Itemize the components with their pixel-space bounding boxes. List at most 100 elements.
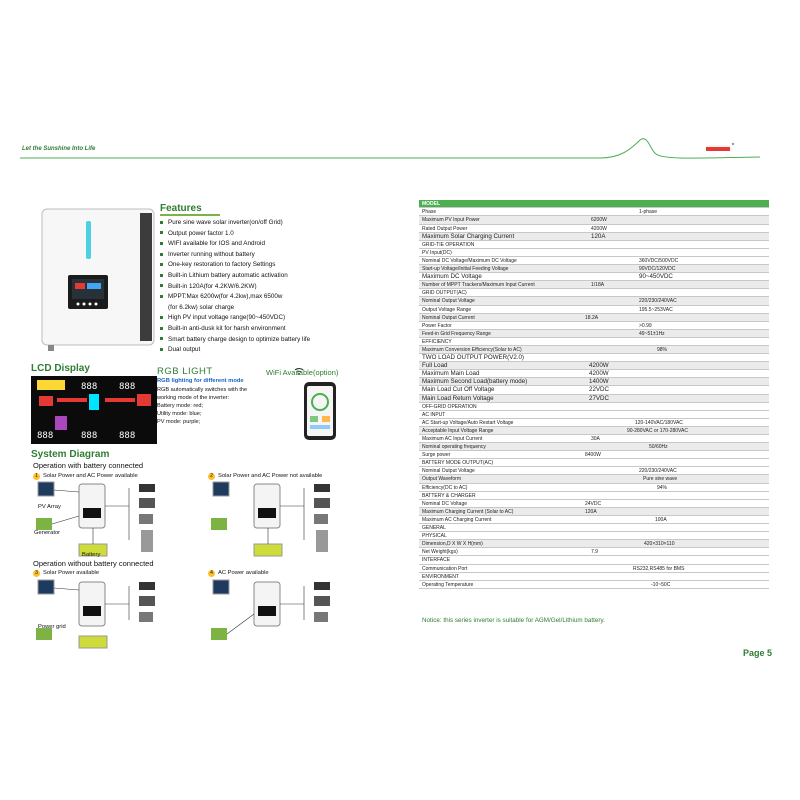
feature-item: Built-in 120A(for 4.2KW/6.2KW) bbox=[160, 282, 360, 293]
lcd-display-title: LCD Display bbox=[31, 363, 90, 374]
spec-row: Dimension,D X W X H(mm)420×310×110 bbox=[419, 540, 769, 549]
spec-value: 120-140VAC/180VAC bbox=[635, 419, 683, 426]
svg-text:888: 888 bbox=[37, 431, 53, 441]
spec-row: Number of MPPT Trackers/Maximum Input Cu… bbox=[419, 281, 769, 290]
spec-section-row: PV Input(DC) bbox=[419, 248, 769, 257]
feature-item: Output power factor 1.0 bbox=[160, 229, 360, 240]
spec-label: Nominal Output Voltage bbox=[422, 468, 475, 475]
spec-label: Nominal Output Current bbox=[422, 314, 475, 321]
spec-label: Output Waveform bbox=[422, 476, 461, 483]
spec-label: Maximum DC Voltage bbox=[422, 273, 482, 281]
spec-value: 360VDC/500VDC bbox=[639, 257, 679, 264]
spec-label: Nominal Output Voltage bbox=[422, 298, 475, 305]
features-title: Features bbox=[160, 203, 202, 214]
rgb-light-subtitle: RGB lighting for different mode bbox=[157, 378, 244, 384]
spec-row: AC Start-up Voltage/Auto Restart Voltage… bbox=[419, 419, 769, 427]
spec-value: 220/230/240VAC bbox=[639, 468, 677, 475]
generator-label: Generator bbox=[34, 530, 61, 536]
spec-value: 22VDC bbox=[589, 386, 609, 394]
feature-item: MPPT:Max 6200w(for 4.2kw),max 6500w bbox=[160, 292, 360, 303]
spec-label: GRID-TIE OPERATION bbox=[422, 241, 475, 248]
spec-label: Start-up Voltage/Initial Feeding Voltage bbox=[422, 266, 509, 273]
spec-label: Nominal DC Voltage/Maximum DC Voltage bbox=[422, 257, 517, 264]
spec-value: 1400W bbox=[589, 378, 609, 386]
feature-item: Pure sine wave solar inverter(on/off Gri… bbox=[160, 218, 360, 229]
spec-row: Maximum Second Load(battery mode)1400W bbox=[419, 378, 769, 387]
rgb-light-title: RGB LIGHT bbox=[157, 366, 213, 377]
spec-row: Maximum Conversion Efficiency(Solar to A… bbox=[419, 345, 769, 355]
spec-label: Main Load Return Voltage bbox=[422, 394, 494, 402]
spec-value: 1/18A bbox=[591, 282, 605, 289]
battery-label: Battery bbox=[82, 552, 101, 558]
system-diagram-title: System Diagram bbox=[31, 449, 110, 460]
spec-row: Power Factor >0.99 bbox=[419, 322, 769, 330]
spec-row: Efficiency(DC to AC)94% bbox=[419, 484, 769, 492]
svg-text:888: 888 bbox=[81, 382, 97, 392]
feature-item: Built-in Lithium battery automatic activ… bbox=[160, 271, 360, 282]
spec-section-row: AC INPUT bbox=[419, 410, 769, 419]
tagline: Let the Sunshine Into Life bbox=[22, 146, 96, 152]
spec-label: Nominal DC Voltage bbox=[422, 500, 468, 507]
spec-value: 195.5~253VAC bbox=[639, 306, 673, 313]
features-list: Pure sine wave solar inverter(on/off Gri… bbox=[160, 218, 360, 356]
spec-value: 8400W bbox=[585, 452, 601, 459]
spec-label: Communication Port bbox=[422, 565, 468, 572]
power-grid-label: Power grid bbox=[38, 624, 66, 630]
feature-item: High PV input voltage range(90~450VDC) bbox=[160, 313, 360, 324]
spec-label: Output Voltage Range bbox=[422, 306, 472, 313]
rgb-description: RGB automatically switches with the work… bbox=[157, 387, 248, 425]
spec-value: 27VDC bbox=[589, 394, 609, 402]
feature-item: Dual output bbox=[160, 345, 360, 356]
spec-value: Pure sine wave bbox=[643, 476, 678, 483]
spec-label: Power Factor bbox=[422, 322, 452, 329]
spec-label: INTERFACE bbox=[422, 557, 451, 564]
header-swoosh-line bbox=[20, 138, 761, 159]
spec-label: EFFICIENCY bbox=[422, 338, 452, 345]
spec-value: 100A bbox=[655, 516, 667, 523]
system-diagram-case-4 bbox=[211, 579, 330, 640]
spec-label: PHYSICAL bbox=[422, 533, 447, 540]
spec-value: >0.99 bbox=[639, 322, 652, 329]
spec-label: Maximum Conversion Efficiency(Solar to A… bbox=[422, 346, 522, 353]
spec-value: 4200W bbox=[589, 370, 609, 378]
svg-text:888: 888 bbox=[81, 431, 97, 441]
spec-row: Net Weight(kgs)7.9 bbox=[419, 548, 769, 557]
without-battery-heading: Operation without battery connected bbox=[33, 559, 154, 568]
wifi-icon bbox=[294, 368, 304, 375]
spec-row: Maximum Charging Current (Solar to AC)12… bbox=[419, 507, 769, 516]
spec-label: ENVIRONMENT bbox=[422, 573, 459, 580]
smartphone-app-image bbox=[304, 382, 336, 440]
spec-value: 4200W bbox=[589, 362, 609, 370]
battery-notice: Notice: this series inverter is suitable… bbox=[422, 617, 605, 624]
spec-section-row: GRID OUTPUT(AC) bbox=[419, 289, 769, 298]
spec-section-row: ENVIRONMENT bbox=[419, 572, 769, 581]
spec-value: 98% bbox=[657, 346, 668, 353]
spec-value: 420×310×110 bbox=[644, 541, 675, 548]
spec-label: Efficiency(DC to AC) bbox=[422, 484, 468, 491]
spec-section-row: GRID-TIE OPERATION bbox=[419, 240, 769, 249]
spec-label: Rated Output Power bbox=[422, 225, 468, 232]
feature-item: Smart battery charge design to optimize … bbox=[160, 335, 360, 346]
spec-section-row: INTERFACE bbox=[419, 556, 769, 565]
spec-label: Maximum Main Load bbox=[422, 370, 480, 378]
spec-label: Number of MPPT Trackers/Maximum Input Cu… bbox=[422, 282, 535, 289]
spec-value: -10~50C bbox=[651, 581, 671, 588]
spec-value: 90-280VAC or 170-280VAC bbox=[627, 427, 688, 434]
features-underline bbox=[160, 214, 220, 216]
spec-value: 50/60Hz bbox=[649, 444, 668, 451]
system-diagram-case-3 bbox=[36, 579, 155, 649]
system-diagram-case-1 bbox=[36, 481, 155, 557]
spec-row: Nominal DC Voltage/Maximum DC Voltage 360… bbox=[419, 257, 769, 266]
spec-value: 30A bbox=[591, 436, 600, 443]
svg-text:888: 888 bbox=[119, 431, 135, 441]
brand-logo bbox=[706, 142, 735, 151]
